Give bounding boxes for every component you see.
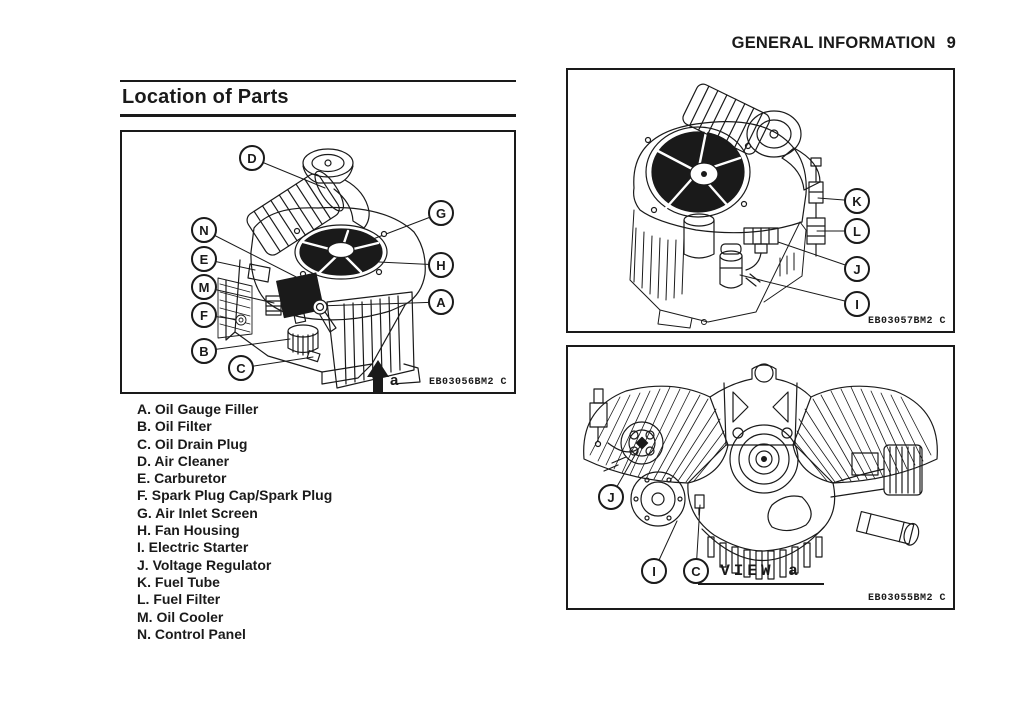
fuel-system-art — [806, 157, 826, 257]
parts-list-item: F. Spark Plug Cap/Spark Plug — [137, 487, 333, 504]
parts-list-item: E. Carburetor — [137, 470, 227, 487]
leader-lines — [739, 197, 858, 305]
parts-list-item: B. Oil Filter — [137, 418, 212, 435]
engine-block-art — [629, 209, 807, 329]
callout-N: N — [191, 217, 217, 243]
parts-list-item: J. Voltage Regulator — [137, 556, 272, 573]
callout-E: E — [191, 246, 217, 272]
parts-list-item: C. Oil Drain Plug — [137, 435, 248, 452]
oil-filter-art — [287, 324, 319, 356]
callout-J: J — [844, 256, 870, 282]
oil-cooler-art — [265, 295, 282, 316]
callout-H: H — [428, 252, 454, 278]
callout-K: K — [844, 188, 870, 214]
callout-C: C — [228, 355, 254, 381]
electric-starter-art — [620, 421, 705, 527]
fan-housing-art — [633, 121, 807, 234]
control-panel-art — [276, 272, 325, 324]
callout-M: M — [191, 274, 217, 300]
callout-I: I — [844, 291, 870, 317]
electric-starter-art — [683, 213, 761, 289]
air-inlet-screen-art — [644, 126, 752, 218]
callout-L: L — [844, 218, 870, 244]
air-inlet-screen-art — [293, 224, 388, 280]
callout-A: A — [428, 289, 454, 315]
callout-F: F — [191, 302, 217, 328]
page-header: GENERAL INFORMATION 9 — [732, 34, 956, 53]
callout-B: B — [191, 338, 217, 364]
callout-J: J — [598, 484, 624, 510]
oil-drain-plug-art — [306, 350, 321, 363]
up-arrow-icon — [367, 360, 389, 392]
engine-bottom-illustration — [583, 363, 938, 580]
callout-I: I — [641, 558, 667, 584]
air-cleaner-art — [682, 83, 821, 191]
figure-engine-front-iso: D G N E H M A F B C a EB03056BM2 C — [120, 130, 516, 394]
figure-engine-right-iso: K L J I EB03057BM2 C — [566, 68, 955, 333]
oil-filter-art — [830, 444, 923, 546]
oil-gauge-filler-art — [312, 299, 337, 333]
fuel-valve-art — [589, 388, 639, 472]
spark-plug-art — [217, 277, 253, 339]
callout-C: C — [683, 558, 709, 584]
parts-list-item: G. Air Inlet Screen — [137, 504, 258, 521]
figure-code: EB03057BM2 C — [867, 316, 946, 327]
cooling-fins-art — [583, 385, 938, 484]
parts-list-item: N. Control Panel — [137, 625, 246, 642]
section-heading: Location of Parts — [120, 80, 516, 117]
fan-housing-art — [250, 206, 426, 321]
figure-code: EB03055BM2 C — [867, 593, 946, 604]
parts-list-item: A. Oil Gauge Filler — [137, 401, 259, 417]
view-label: VIEW a — [698, 562, 824, 585]
voltage-regulator-art — [743, 227, 779, 271]
parts-list-item: I. Electric Starter — [137, 539, 249, 556]
parts-list-item: D. Air Cleaner — [137, 452, 230, 469]
parts-list-item: K. Fuel Tube — [137, 573, 220, 590]
parts-list: A. Oil Gauge Filler B. Oil Filter C. Oil… — [137, 401, 332, 643]
parts-list-item: L. Fuel Filter — [137, 591, 221, 608]
callout-G: G — [428, 200, 454, 226]
parts-list-item: H. Fan Housing — [137, 522, 240, 539]
figure-code: EB03056BM2 C — [428, 377, 507, 388]
figure-engine-bottom-view: J I C VIEW a EB03055BM2 C — [566, 345, 955, 610]
carburetor-art — [247, 263, 271, 283]
page-number: 9 — [946, 34, 956, 52]
callout-D: D — [239, 145, 265, 171]
engine-right-illustration — [629, 83, 858, 329]
parts-list-item: M. Oil Cooler — [137, 608, 224, 625]
engine-front-illustration — [203, 148, 442, 392]
section-title: Location of Parts — [122, 86, 289, 108]
chapter-title: GENERAL INFORMATION — [731, 34, 936, 52]
crankcase-art — [687, 363, 836, 580]
view-direction-label: a — [390, 372, 399, 389]
